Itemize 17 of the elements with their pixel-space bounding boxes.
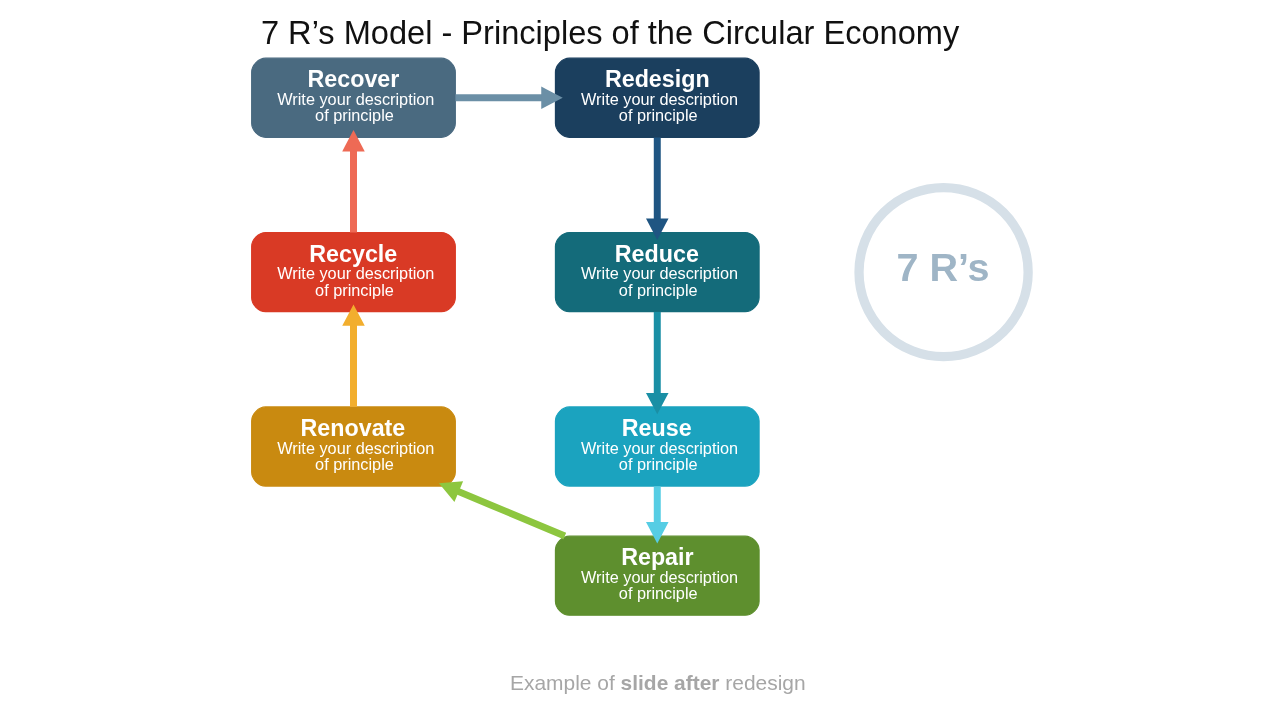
node-box: Redesign Write your description of principle: [554, 57, 760, 138]
caption: Example of slide after redesign: [510, 671, 806, 695]
arrow: [646, 137, 669, 240]
node-circle: 7 R’s: [854, 182, 1033, 362]
arrow: [646, 486, 669, 544]
node-box: Reuse Write your description of principle: [554, 406, 760, 487]
node-box: Renovate Write your description of principle: [251, 406, 456, 487]
arrow: [646, 311, 669, 415]
diagram-title: 7 R’s Model - Principles of the Circular Economy: [260, 14, 960, 51]
arrow: [342, 130, 365, 233]
node-box: Reduce Write your description of principle: [554, 232, 760, 313]
node-box: Repair Write your description of principle: [554, 535, 760, 616]
node-box: Recover Write your description of principle: [251, 57, 456, 138]
node-box: Recycle Write your description of principle: [251, 232, 456, 313]
arrow: [455, 86, 563, 109]
arrow: [342, 304, 365, 407]
arrow: [438, 481, 567, 540]
